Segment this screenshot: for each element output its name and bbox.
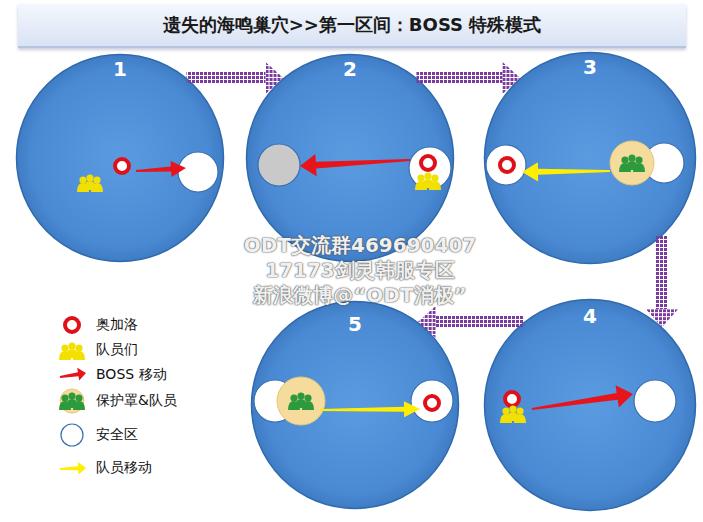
step-number: 2 (245, 59, 455, 79)
move-arrow (136, 161, 186, 177)
safe-zone (254, 380, 296, 422)
team-icon (59, 392, 85, 410)
title: 遗失的海鸣巢穴>>第一区间：BOSS 特殊模式 (18, 4, 686, 46)
move-arrow (60, 368, 86, 381)
safe-zone (258, 144, 300, 186)
step-number: 3 (483, 57, 697, 77)
circle-outline (483, 51, 697, 265)
watermark: 17173剑灵韩服专区 (160, 257, 560, 284)
safe-zone (634, 380, 676, 422)
circle-outline (15, 53, 225, 263)
team-icon (59, 342, 85, 360)
move-arrow (60, 462, 86, 475)
move-arrow (522, 162, 610, 181)
step-arrow (436, 316, 524, 328)
step-number: 5 (250, 314, 460, 334)
legend-sample (58, 388, 88, 414)
legend-sample (58, 362, 88, 388)
phase-circle: 4 (483, 298, 697, 512)
safe-zone (409, 147, 451, 189)
shield (277, 377, 325, 425)
legend-text: 安全区 (96, 426, 138, 444)
boss-marker (115, 159, 129, 173)
phase-circle: 3 (483, 51, 697, 265)
team-icon (619, 154, 645, 172)
legend-sample (58, 337, 88, 363)
step-number: 4 (483, 306, 697, 326)
legend-item: 奥加洛 (58, 312, 138, 338)
legend-item: BOSS 移动 (58, 362, 167, 388)
safe-zone (178, 152, 218, 192)
watermark: 新浪微博@“ODT消极” (160, 282, 560, 309)
shield (610, 141, 654, 185)
legend-sample (58, 422, 88, 448)
step-arrow (416, 72, 502, 84)
legend-text: 奥加洛 (96, 316, 138, 334)
boss-marker (505, 392, 519, 406)
boss-marker (425, 396, 439, 410)
safe-zone (486, 145, 526, 185)
phase-circle: 2 (245, 53, 455, 263)
team-icon (288, 392, 314, 410)
team-icon (415, 172, 441, 190)
legend-item: 队员们 (58, 337, 138, 363)
legend-text: 队员移动 (96, 459, 152, 477)
team-icon (500, 405, 526, 423)
legend-text: 保护罩&队员 (96, 392, 177, 410)
watermark: ODT交流群469690407 (160, 232, 560, 259)
safe-zone (411, 380, 453, 422)
move-arrow (532, 385, 633, 410)
legend-item: 队员移动 (58, 455, 152, 481)
boss-marker (65, 318, 79, 332)
circle-outline (483, 298, 697, 512)
move-arrow (300, 154, 410, 176)
move-arrow (320, 401, 420, 417)
legend-sample (58, 455, 88, 481)
boss-marker (500, 158, 514, 172)
team-icon (77, 174, 103, 192)
legend-text: 队员们 (96, 341, 138, 359)
boss-marker (421, 156, 435, 170)
step-arrow (186, 72, 265, 84)
circle-outline (245, 53, 455, 263)
safe-zone (61, 424, 83, 446)
legend-text: BOSS 移动 (96, 366, 167, 384)
step-number: 1 (15, 59, 225, 79)
step-arrow (656, 236, 668, 309)
safe-zone (644, 143, 684, 183)
legend-item: 安全区 (58, 422, 138, 448)
shield (60, 389, 84, 413)
phase-circle: 1 (15, 53, 225, 263)
legend-sample (58, 312, 88, 338)
phase-circle: 5 (250, 300, 460, 510)
legend-item: 保护罩&队员 (58, 388, 177, 414)
